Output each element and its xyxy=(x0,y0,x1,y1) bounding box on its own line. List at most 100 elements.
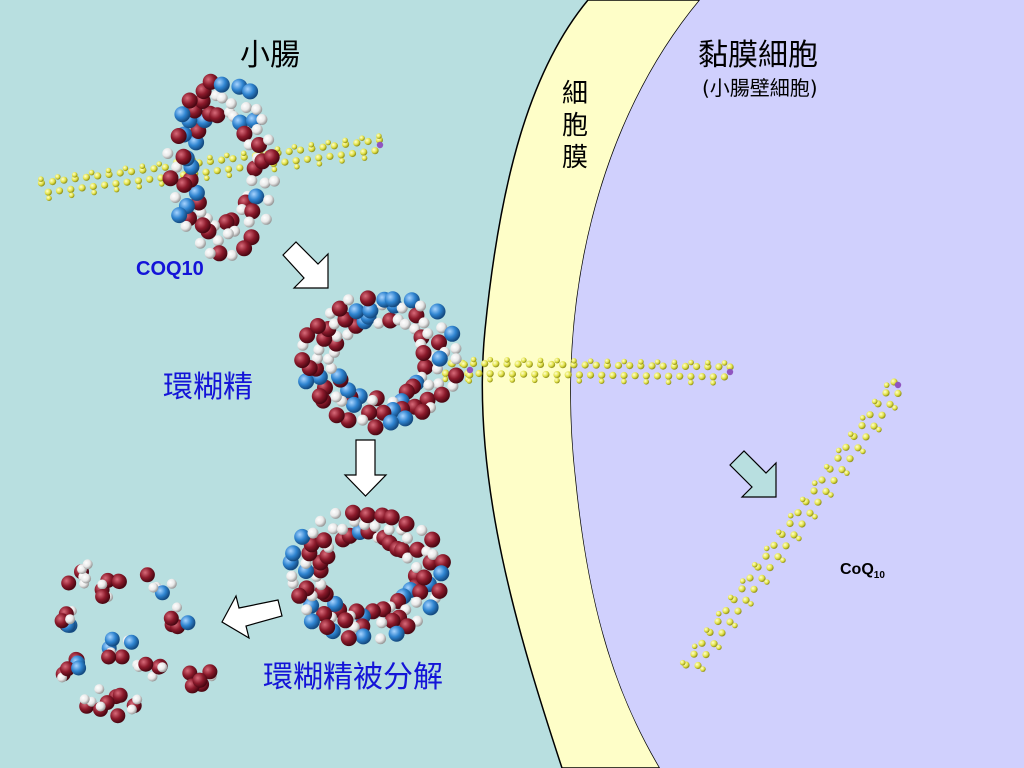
chain-hydrogen xyxy=(811,480,818,486)
chain-atom xyxy=(303,155,311,163)
chain-atom xyxy=(127,168,136,176)
ring-atom xyxy=(226,249,238,261)
ring-atom xyxy=(423,379,435,391)
cyclodextrin-fragments xyxy=(54,559,218,724)
chain-hydrogen xyxy=(204,175,210,181)
ring-atom xyxy=(162,170,179,187)
ring-atom xyxy=(357,414,369,426)
ring-atom xyxy=(212,235,224,247)
chain-atom xyxy=(67,185,75,193)
ring-atom xyxy=(298,373,315,390)
chain-atom xyxy=(292,157,300,165)
chain-atom xyxy=(330,142,338,150)
chain-atom xyxy=(525,360,533,368)
ring-atom xyxy=(243,216,255,228)
chain-atom xyxy=(542,370,550,379)
chain-end-atom xyxy=(376,141,384,149)
chain-hydrogen xyxy=(274,146,281,152)
chain-hydrogen xyxy=(470,356,477,363)
chain-hydrogen xyxy=(308,141,315,148)
ring-atom xyxy=(431,350,448,367)
fragment-atom xyxy=(101,649,117,665)
chain-atom xyxy=(687,372,695,381)
chain-atom xyxy=(790,531,798,539)
ring-atom xyxy=(375,633,387,645)
chain-atom xyxy=(648,362,656,370)
chain-hydrogen xyxy=(361,155,368,161)
chain-atom xyxy=(838,466,846,474)
ring-atom xyxy=(388,625,405,642)
fragment-atom xyxy=(180,615,196,631)
ring-atom xyxy=(366,395,378,406)
chain-atom xyxy=(150,165,158,173)
ring-atom xyxy=(251,124,263,135)
ring-atom xyxy=(330,391,342,403)
ring-atom xyxy=(416,569,433,586)
chain-hydrogen xyxy=(621,378,627,385)
ring-atom xyxy=(269,175,280,187)
chain-atom xyxy=(514,360,522,368)
chain-end-atom xyxy=(894,381,902,389)
chain-atom xyxy=(750,585,758,593)
chain-atom xyxy=(161,163,169,171)
chain-atom xyxy=(746,574,754,582)
chain-atom xyxy=(774,553,782,561)
ring-atom xyxy=(414,403,431,420)
chain-hydrogen xyxy=(671,359,678,366)
chain-atom xyxy=(364,137,372,146)
ring-atom xyxy=(263,134,275,146)
chain-hydrogen xyxy=(325,139,332,146)
ring-atom xyxy=(402,552,414,564)
chain-hydrogen xyxy=(339,158,345,164)
ring-atom xyxy=(315,579,327,591)
chain-atom xyxy=(55,187,64,195)
chain-atom xyxy=(704,363,712,371)
ring-atom xyxy=(383,524,395,536)
chain-atom xyxy=(475,369,483,378)
chain-atom xyxy=(94,172,102,180)
chain-atom xyxy=(548,360,556,369)
ring-atom xyxy=(369,520,381,532)
ring-atom xyxy=(222,228,234,240)
chain-hydrogen xyxy=(799,496,806,503)
ring-atom xyxy=(259,177,271,189)
chain-end-atom xyxy=(466,366,474,374)
fragment-atom xyxy=(112,687,128,703)
chain-hydrogen xyxy=(860,448,866,455)
ring-atom xyxy=(343,294,355,306)
chain-atom xyxy=(508,370,516,378)
ring-atom xyxy=(340,630,357,647)
ring-atom xyxy=(359,290,376,307)
ring-atom xyxy=(180,220,192,232)
chain-hydrogen xyxy=(721,360,728,366)
chain-atom xyxy=(818,476,826,484)
chain-atom xyxy=(89,182,97,191)
chain-atom xyxy=(702,651,710,659)
chain-hydrogen xyxy=(654,359,661,365)
ring-atom xyxy=(328,407,345,424)
chain-atom xyxy=(236,164,244,172)
ring-atom xyxy=(311,352,323,364)
chain-hydrogen xyxy=(598,378,605,385)
chain-hydrogen xyxy=(55,174,61,180)
chain-atom xyxy=(870,422,878,430)
chain-hydrogen xyxy=(621,358,627,365)
chain-atom xyxy=(894,389,902,397)
fragment-atom xyxy=(126,704,137,715)
chain-hydrogen xyxy=(892,405,898,411)
chain-hydrogen xyxy=(466,378,473,384)
ring-atom xyxy=(337,612,354,629)
chain-atom xyxy=(726,618,734,626)
chain-hydrogen xyxy=(812,513,818,520)
coq10-label-cell: CoQ10 xyxy=(840,561,885,581)
ring-atom xyxy=(246,175,258,187)
chain-hydrogen xyxy=(487,356,494,363)
ring-atom xyxy=(251,137,267,153)
ring-atom xyxy=(373,317,385,329)
chain-atom xyxy=(78,184,86,192)
chain-atom xyxy=(296,146,305,154)
chain-atom xyxy=(603,361,612,369)
ring-atom xyxy=(162,148,174,159)
cyclodextrin-decomposed-label: 環糊精被分解 xyxy=(263,660,443,695)
fragment-atom xyxy=(192,672,208,688)
